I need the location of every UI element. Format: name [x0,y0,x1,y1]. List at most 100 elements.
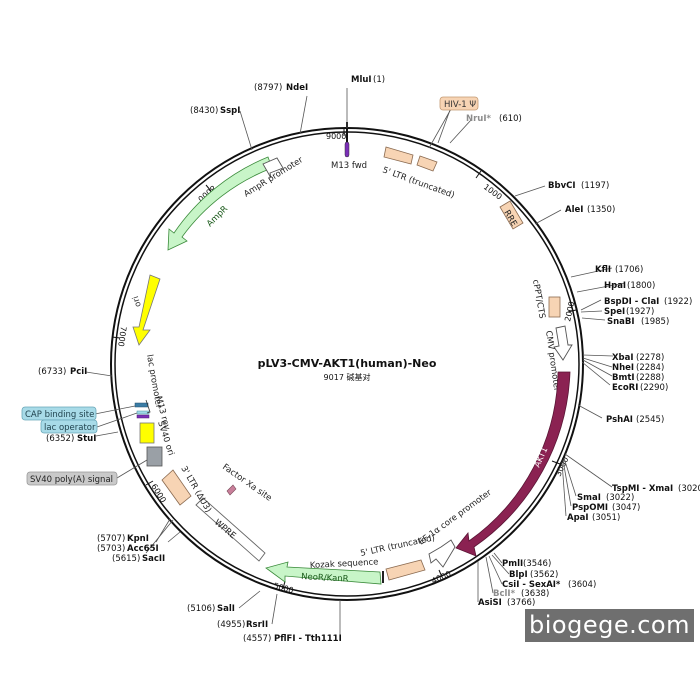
svg-text:BspDI - ClaI: BspDI - ClaI [604,297,659,307]
lac-operator-feature[interactable] [136,410,150,415]
tick-4000: 4000 [430,569,452,586]
site-bbvci[interactable]: BbvCI(1197) [548,181,609,191]
ampr-feature[interactable] [167,156,273,251]
rre-feature[interactable] [499,200,524,230]
site-sali[interactable]: (5106)SalI [187,604,235,614]
site-bcli[interactable]: BclI*(3638) [493,589,549,599]
svg-text:CAP binding site: CAP binding site [25,410,94,420]
svg-text:(2288): (2288) [636,373,664,383]
site-pspomi[interactable]: PspOMI(3047) [572,503,640,513]
site-stui[interactable]: (6352)StuI [46,434,96,444]
site-pshai[interactable]: PshAI(2545) [606,415,664,425]
kozak-label: Kozak sequence [310,557,379,571]
svg-text:(1197): (1197) [581,181,609,191]
site-nrui[interactable]: NruI*(610) [466,114,522,124]
site-bmti[interactable]: BmtI(2288) [612,373,664,383]
svg-text:(6733): (6733) [38,367,66,377]
svg-text:(2284): (2284) [636,363,664,373]
ef1a-promoter-feature[interactable] [428,539,456,568]
cppt-cts-feature[interactable] [548,296,561,318]
cap-binding-feature[interactable] [134,402,149,408]
site-csii-sexai[interactable]: CsiI - SexAI* (3604) [502,580,596,590]
5-ltr-label: 5' LTR (truncated) [381,165,456,200]
site-apai[interactable]: ApaI(3051) [567,513,620,523]
ori-feature[interactable] [132,274,161,346]
site-nhei[interactable]: NheI(2284) [612,363,664,373]
cmv-promoter-feature[interactable] [553,325,573,361]
hiv1-psi-box[interactable]: HIV-1 Ψ [428,96,479,149]
kozak-feature[interactable] [382,571,384,583]
site-sspi[interactable]: (8430)SspI [190,106,240,116]
svg-text:PshAI: PshAI [606,415,633,425]
plasmid-size: 9017 碱基对 [324,372,371,382]
site-kpni[interactable]: (5707)KpnI [97,534,149,544]
site-pmli[interactable]: PmlI(3546) [502,559,551,569]
svg-text:(2545): (2545) [636,415,664,425]
site-acc65i[interactable]: (5703)Acc65I [97,544,159,554]
site-xbai[interactable]: XbaI(2278) [612,353,664,363]
svg-text:BclI*: BclI* [493,589,516,599]
akt1-feature[interactable] [455,371,571,557]
factor-xa-feature[interactable] [226,484,237,496]
svg-text:Acc65I: Acc65I [127,544,159,554]
svg-text:ApaI: ApaI [567,513,589,523]
site-tspmi-xmai[interactable]: TspMI - XmaI(3020) [612,484,700,494]
5-ltr-feature-b[interactable] [416,155,438,172]
svg-text:SspI: SspI [220,106,240,116]
svg-text:KflI: KflI [595,265,611,275]
svg-text:(3766): (3766) [507,598,535,608]
svg-text:4000: 4000 [430,569,452,586]
3-ltr-feature[interactable] [161,469,192,506]
site-kfli[interactable]: KflI(1706) [595,265,643,275]
svg-text:(1922): (1922) [664,297,692,307]
svg-text:2000: 2000 [563,301,576,323]
svg-text:(4557): (4557) [243,634,271,644]
m13-fwd-feature[interactable] [344,141,350,158]
site-sacii[interactable]: (5615)SacII [112,554,165,564]
site-blpi[interactable]: BlpI(3562) [509,570,558,580]
site-bspdi-clai[interactable]: BspDI - ClaI (1922) [604,297,692,307]
site-ndei[interactable]: (8797)NdeI [254,83,308,93]
sv40-ori-feature[interactable] [139,422,155,444]
cap-binding-site-box[interactable]: CAP binding site [21,405,136,421]
site-hpai[interactable]: HpaI(1800) [604,281,655,291]
site-smai[interactable]: SmaI(3022) [577,493,634,503]
svg-text:SacII: SacII [142,554,165,564]
site-asisi[interactable]: AsiSI(3766) [478,598,535,608]
svg-text:NheI: NheI [612,363,634,373]
ampr-promoter-feature[interactable] [262,157,284,179]
m13-rev-feature[interactable] [136,414,150,419]
tick-9000: 9000 [326,128,346,141]
site-pflfi-tth111i[interactable]: (4557)PflFI - Tth111I [243,634,342,644]
sv40-polya-feature[interactable] [146,446,163,467]
svg-text:BmtI: BmtI [612,373,635,383]
svg-text:KpnI: KpnI [127,534,149,544]
5-ltr-feature-a[interactable] [383,146,414,165]
svg-text:(5707): (5707) [97,534,125,544]
site-ecori[interactable]: EcoRI(2290) [612,383,668,393]
wpre-feature[interactable] [195,497,266,562]
svg-text:(3604): (3604) [568,580,596,590]
svg-text:SpeI: SpeI [604,307,625,317]
neor-kanr-feature[interactable] [265,561,382,585]
lac-promoter-feature[interactable] [145,399,151,414]
cppt-cts-label: cPPT/CTS [530,279,547,320]
site-pcii[interactable]: (6733)PciI [38,367,87,377]
svg-text:SmaI: SmaI [577,493,601,503]
site-spei[interactable]: SpeI(1927) [604,307,654,317]
lac-operator-box[interactable]: lac operator [40,412,138,434]
svg-text:EcoRI: EcoRI [612,383,638,393]
ampr-label: AmpR [205,204,230,229]
5-ltr-lower-feature[interactable] [385,559,426,581]
svg-text:(3020): (3020) [678,484,700,494]
svg-text:PflFI - Tth111I: PflFI - Tth111I [274,634,342,644]
site-mlui[interactable]: MluI(1) [351,75,385,85]
svg-text:CsiI - SexAI*: CsiI - SexAI* [502,580,561,590]
svg-text:XbaI: XbaI [612,353,634,363]
site-snabi[interactable]: SnaBI(1985) [607,317,669,327]
svg-text:PspOMI: PspOMI [572,503,608,513]
site-alei[interactable]: AleI(1350) [565,205,615,215]
site-rsrii[interactable]: (4955)RsrII [217,620,268,630]
sv40-polya-box[interactable]: SV40 poly(A) signal [26,459,148,486]
